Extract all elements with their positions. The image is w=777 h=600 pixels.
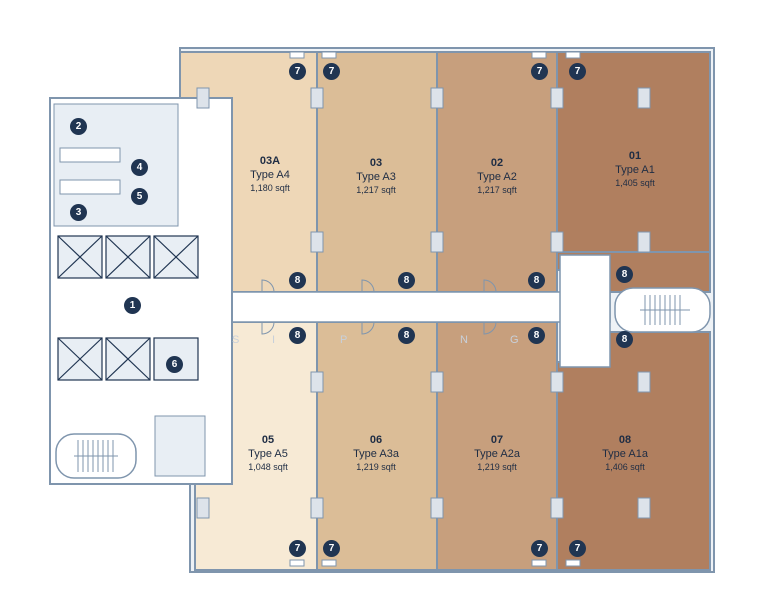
unit-02-area <box>436 51 558 293</box>
marker-2: 2 <box>70 118 87 135</box>
marker-8: 8 <box>616 331 633 348</box>
marker-7: 7 <box>531 63 548 80</box>
unit-type: Type A1a <box>602 447 648 460</box>
unit-05-label: 05 Type A5 1,048 sqft <box>223 434 313 473</box>
unit-01-label: 01 Type A1 1,405 sqft <box>590 150 680 189</box>
marker-8: 8 <box>528 327 545 344</box>
marker-7: 7 <box>289 63 306 80</box>
marker-8: 8 <box>398 327 415 344</box>
unit-08-label: 08 Type A1a 1,406 sqft <box>580 434 670 473</box>
unit-type: Type A2a <box>474 447 520 460</box>
unit-area: 1,048 sqft <box>248 461 288 472</box>
unit-type: Type A1 <box>615 163 655 176</box>
unit-07-area <box>436 321 558 571</box>
marker-3: 3 <box>70 204 87 221</box>
unit-01-area <box>556 51 711 253</box>
unit-07-label: 07 Type A2a 1,219 sqft <box>452 434 542 473</box>
marker-6: 6 <box>166 356 183 373</box>
marker-8: 8 <box>616 266 633 283</box>
marker-1: 1 <box>124 297 141 314</box>
corridor <box>231 291 611 323</box>
unit-type: Type A3 <box>356 170 396 183</box>
unit-03-label: 03 Type A3 1,217 sqft <box>331 157 421 196</box>
unit-type: Type A5 <box>248 447 288 460</box>
unit-area: 1,217 sqft <box>356 184 396 195</box>
marker-8: 8 <box>289 327 306 344</box>
marker-8: 8 <box>528 272 545 289</box>
unit-type: Type A2 <box>477 170 517 183</box>
watermark-letter: G <box>510 334 521 346</box>
unit-type: Type A4 <box>250 168 290 181</box>
marker-7: 7 <box>569 540 586 557</box>
unit-area: 1,405 sqft <box>615 177 655 188</box>
unit-id: 06 <box>369 434 383 446</box>
marker-4: 4 <box>131 159 148 176</box>
marker-7: 7 <box>323 63 340 80</box>
marker-7: 7 <box>569 63 586 80</box>
watermark-letter: I <box>272 334 278 346</box>
unit-id: 03A <box>259 155 281 167</box>
unit-area: 1,219 sqft <box>356 461 396 472</box>
lobby-east <box>559 254 611 368</box>
unit-area: 1,217 sqft <box>477 184 517 195</box>
marker-7: 7 <box>289 540 306 557</box>
marker-5: 5 <box>131 188 148 205</box>
marker-8: 8 <box>398 272 415 289</box>
marker-7: 7 <box>531 540 548 557</box>
unit-id: 05 <box>261 434 275 446</box>
unit-id: 03 <box>369 157 383 169</box>
unit-id: 08 <box>618 434 632 446</box>
unit-id: 01 <box>628 150 642 162</box>
watermark-letter: N <box>460 334 470 346</box>
unit-id: 02 <box>490 157 504 169</box>
unit-02-label: 02 Type A2 1,217 sqft <box>452 157 542 196</box>
marker-8: 8 <box>289 272 306 289</box>
unit-area: 1,406 sqft <box>605 461 645 472</box>
unit-type: Type A3a <box>353 447 399 460</box>
unit-area: 1,219 sqft <box>477 461 517 472</box>
unit-03a-label: 03A Type A4 1,180 sqft <box>225 155 315 194</box>
marker-7: 7 <box>323 540 340 557</box>
watermark-letter: S <box>232 334 242 346</box>
unit-area: 1,180 sqft <box>250 182 290 193</box>
unit-06-label: 06 Type A3a 1,219 sqft <box>331 434 421 473</box>
service-room <box>154 415 206 477</box>
watermark-letter: P <box>340 334 350 346</box>
unit-id: 07 <box>490 434 504 446</box>
